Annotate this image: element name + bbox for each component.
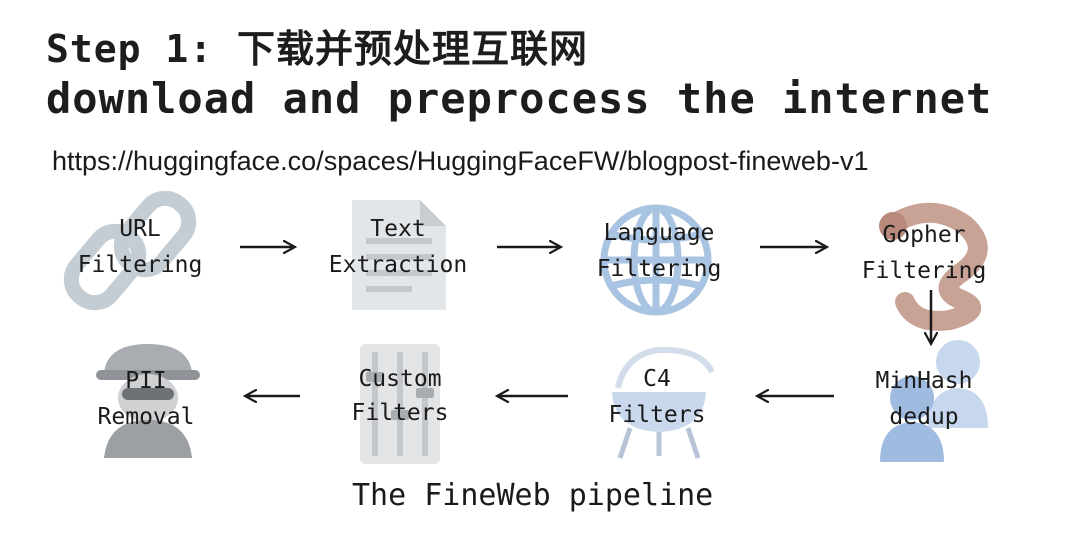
title-chinese: Step 1: 下载并预处理互联网: [46, 27, 589, 71]
step-language-line2: Filtering: [597, 256, 722, 282]
source-url: https://huggingface.co/spaces/HuggingFac…: [52, 146, 869, 176]
gopher-snake-icon: [879, 202, 988, 331]
step-url-line1: URL: [119, 216, 161, 242]
step-url-line2: Filtering: [78, 252, 203, 278]
title-english: download and preprocess the internet: [46, 74, 993, 123]
step-text-line1: Text: [370, 216, 425, 242]
step-minhash-line2: dedup: [889, 404, 958, 430]
document-icon: [352, 200, 446, 310]
step-c4-line1: C4: [643, 366, 671, 392]
chain-link-icon: [63, 190, 197, 311]
duplicate-people-icon: [880, 340, 988, 462]
step-pii-line1: PII: [125, 368, 167, 394]
filter-panel-icon: [360, 344, 440, 464]
step-c4-line2: Filters: [609, 402, 706, 428]
step-text-line2: Extraction: [329, 252, 467, 278]
step-gopher-line2: Filtering: [862, 258, 987, 284]
step-custom-line2: Filters: [352, 400, 449, 426]
step-language-line1: Language: [604, 220, 715, 246]
step-gopher-line1: Gopher: [882, 222, 965, 248]
kettle-grill-icon: [612, 346, 715, 459]
globe-icon: [600, 204, 712, 316]
spy-icon: [96, 344, 200, 458]
step-minhash-line1: MinHash: [876, 368, 973, 394]
step-pii-line2: Removal: [98, 404, 195, 430]
step-custom-line1: Custom: [358, 366, 441, 392]
pipeline-caption: The FineWeb pipeline: [352, 478, 714, 513]
